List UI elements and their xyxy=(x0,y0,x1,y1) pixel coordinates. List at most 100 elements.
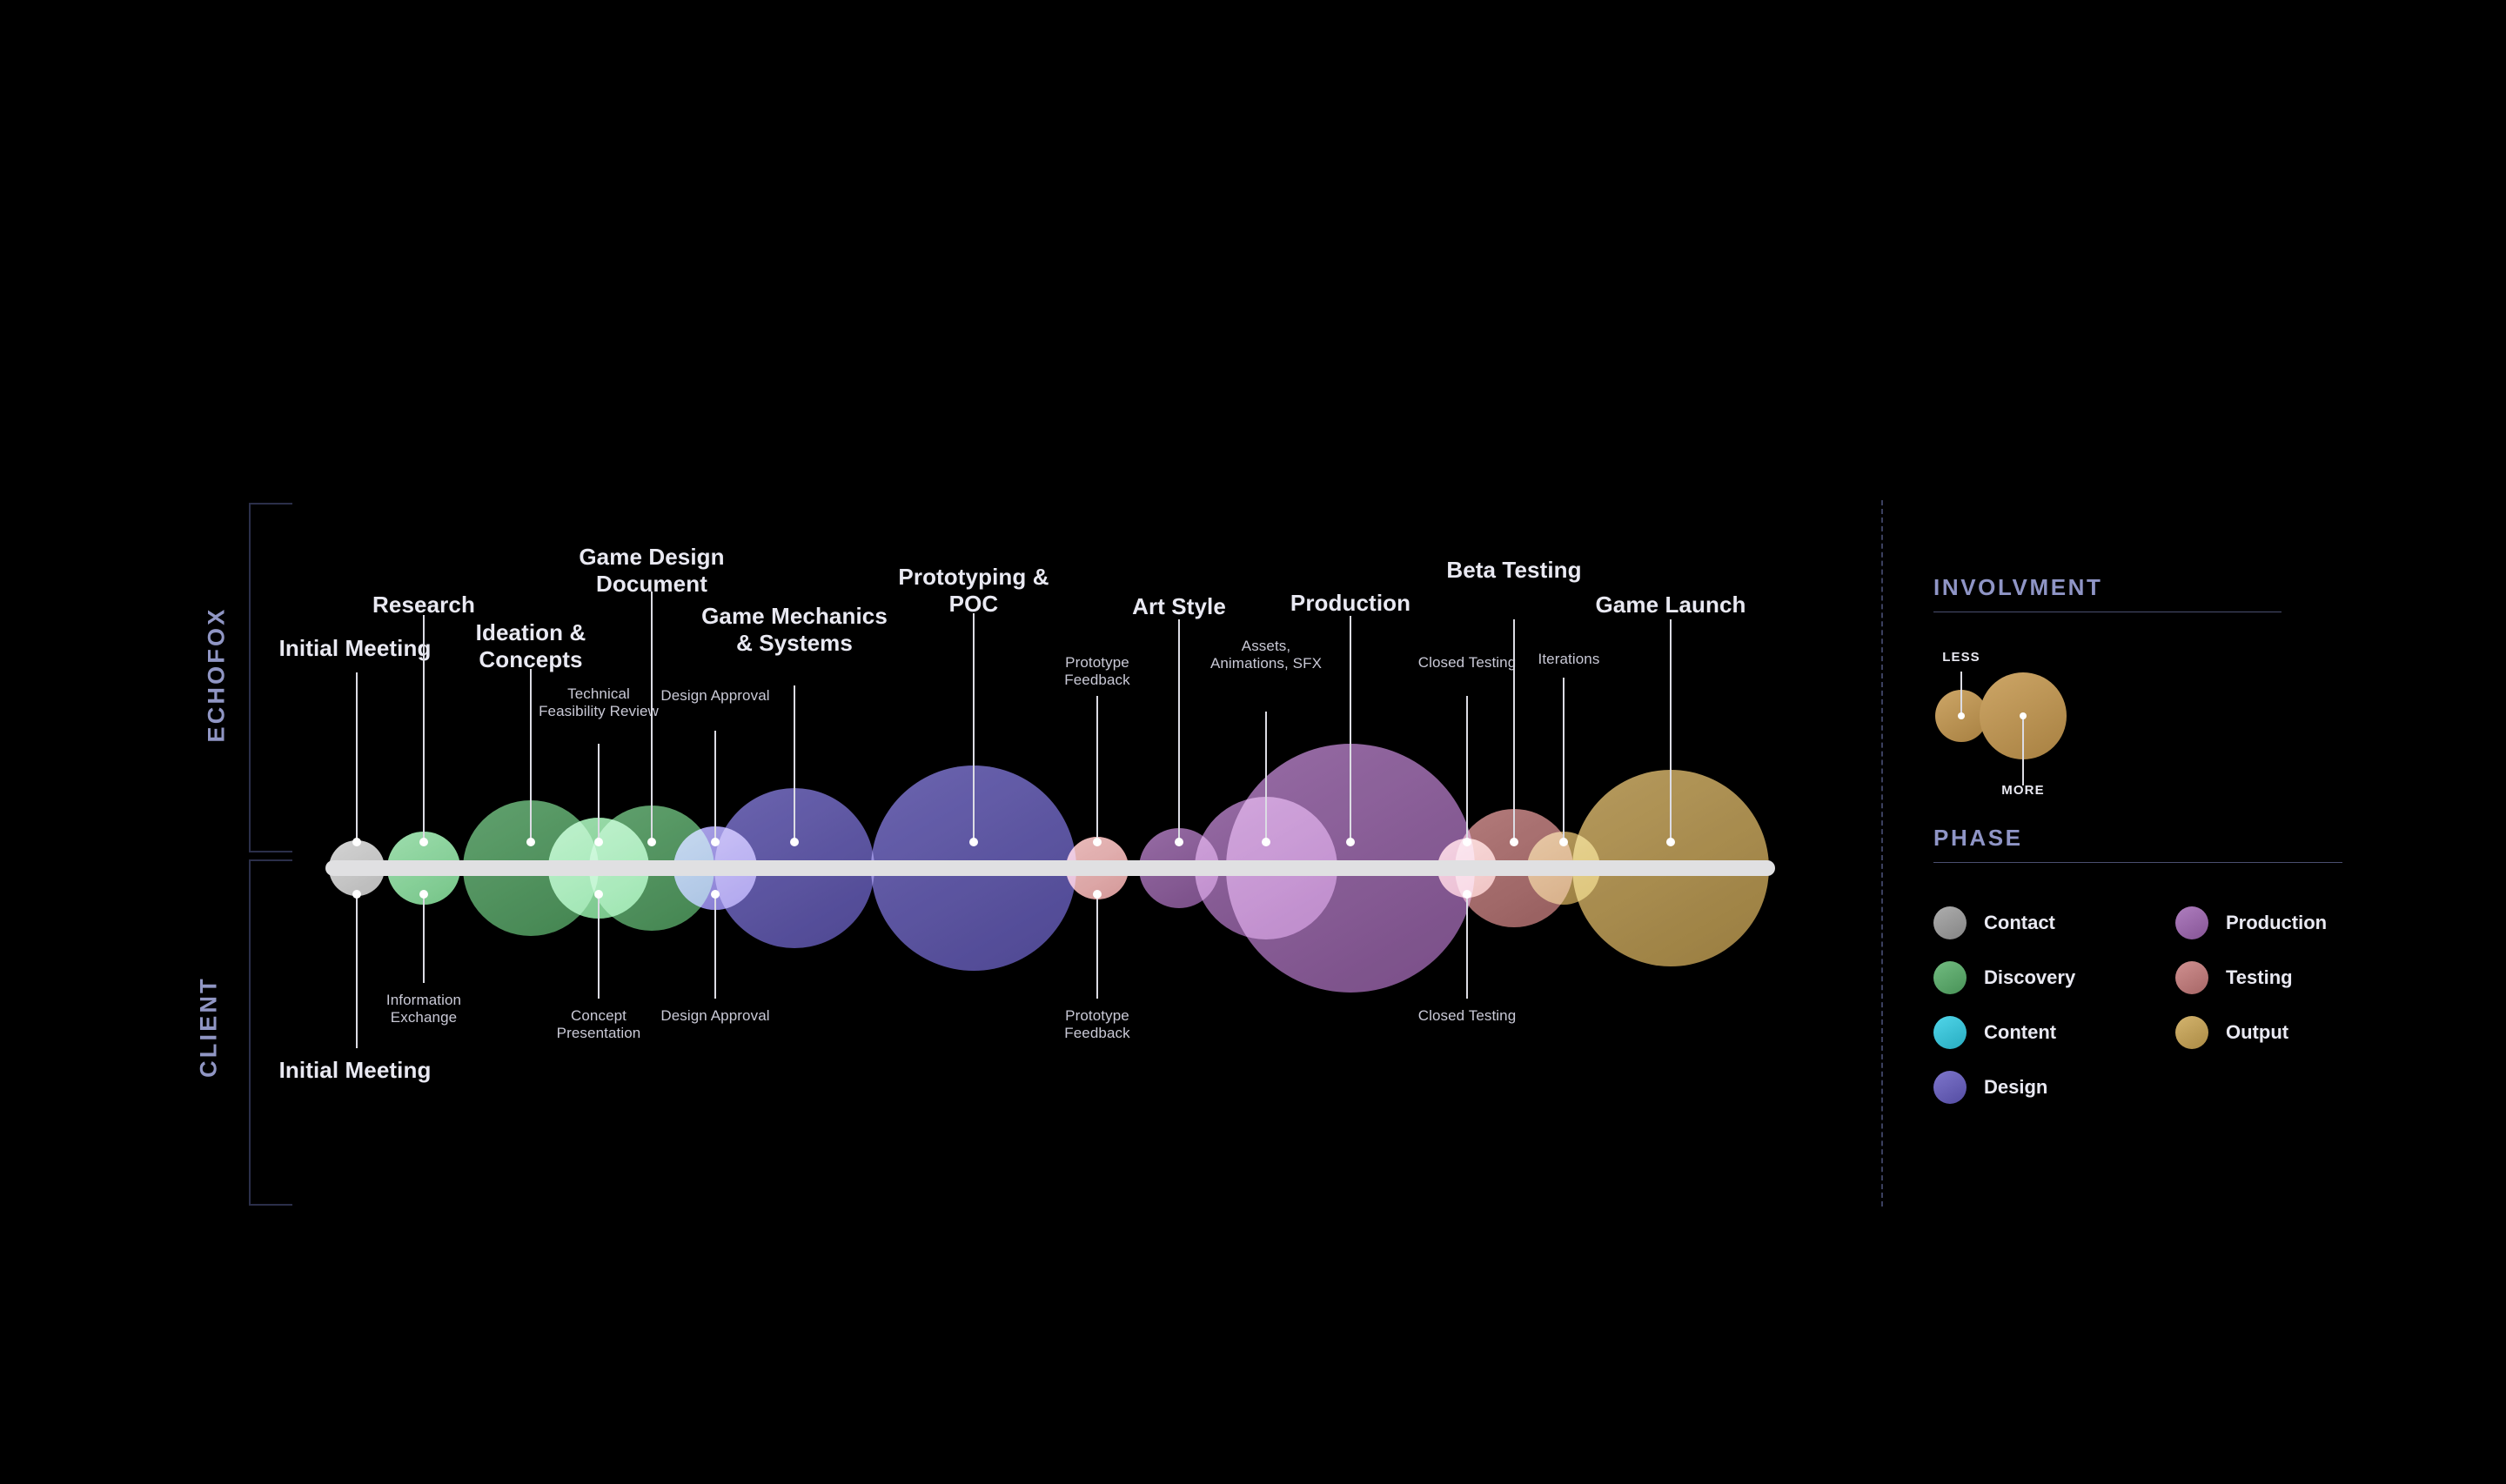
phase-panel-title: PHASE xyxy=(1933,825,2023,851)
leader-line xyxy=(356,898,358,1048)
node-dot xyxy=(352,838,361,846)
leader-line xyxy=(1670,619,1672,839)
legend-item-design[interactable]: Design xyxy=(1933,1071,2047,1104)
node-dot xyxy=(1510,838,1518,846)
callout-label: Prototype Feedback xyxy=(1064,1007,1130,1042)
callout-label: Initial Meeting xyxy=(278,1057,432,1083)
involvement-less-label: LESS xyxy=(1942,650,1980,665)
node-dot xyxy=(1093,838,1102,846)
legend-item-content[interactable]: Content xyxy=(1933,1016,2056,1049)
leader-line xyxy=(598,898,600,999)
leader-line xyxy=(1178,619,1180,839)
timeline-axis-bar xyxy=(325,860,1775,876)
callout-label: Design Approval xyxy=(660,687,770,704)
client-bracket xyxy=(249,859,292,1206)
callout-label: Information Exchange xyxy=(385,992,462,1026)
phase-rule xyxy=(1933,862,2342,863)
involvement-less-dot xyxy=(1958,712,1965,719)
callout-label: Design Approval xyxy=(660,1007,770,1024)
node-dot xyxy=(711,890,720,899)
involvement-more-leader xyxy=(2022,716,2024,785)
legend-item-production[interactable]: Production xyxy=(2175,906,2327,939)
legend-swatch-design-icon xyxy=(1933,1071,1967,1104)
leader-line xyxy=(714,898,716,999)
leader-line xyxy=(1466,898,1468,999)
callout-label: Prototype Feedback xyxy=(1064,654,1130,689)
leader-line xyxy=(794,685,795,839)
node-dot xyxy=(594,838,603,846)
node-dot xyxy=(419,838,428,846)
callout-label: Concept Presentation xyxy=(556,1007,641,1042)
legend-label: Discovery xyxy=(1984,966,2076,988)
node-dot xyxy=(526,838,535,846)
legend-swatch-output-icon xyxy=(2175,1016,2208,1049)
leader-line xyxy=(423,615,425,839)
leader-line xyxy=(1513,619,1515,839)
leader-line xyxy=(1096,898,1098,999)
leader-line xyxy=(1563,678,1565,839)
node-dot xyxy=(419,890,428,899)
callout-label: Closed Testing xyxy=(1417,654,1517,671)
legend-swatch-content-icon xyxy=(1933,1016,1967,1049)
leader-line xyxy=(1265,712,1267,839)
node-dot xyxy=(1093,890,1102,899)
node-dot xyxy=(647,838,656,846)
legend-swatch-testing-icon xyxy=(2175,961,2208,994)
callout-label: Game Mechanics & Systems xyxy=(701,603,888,656)
axis-label-client: CLIENT xyxy=(195,976,222,1078)
callout-label: Technical Feasibility Review xyxy=(539,685,659,720)
legend-label: Contact xyxy=(1984,912,2055,933)
node-dot xyxy=(1463,838,1471,846)
node-dot xyxy=(1175,838,1183,846)
leader-line xyxy=(1350,616,1351,839)
legend-item-contact[interactable]: Contact xyxy=(1933,906,2055,939)
legend-label: Production xyxy=(2226,912,2328,933)
callout-label: Art Style xyxy=(1132,593,1226,619)
involvement-more-dot xyxy=(2020,712,2027,719)
involvement-panel-title: INVOLVMENT xyxy=(1933,574,2103,600)
involvement-less-leader xyxy=(1960,672,1962,716)
legend-swatch-production-icon xyxy=(2175,906,2208,939)
callout-label: Beta Testing xyxy=(1446,557,1582,583)
axis-label-echofox: ECHOFOX xyxy=(203,606,230,743)
callout-label: Prototyping & POC xyxy=(898,564,1049,617)
leader-line xyxy=(1096,696,1098,839)
node-dot xyxy=(1559,838,1568,846)
callout-label: Research xyxy=(372,592,475,618)
callout-label: Assets, Animations, SFX xyxy=(1209,638,1323,672)
legend-item-output[interactable]: Output xyxy=(2175,1016,2288,1049)
leader-line xyxy=(651,592,653,839)
node-dot xyxy=(1262,838,1270,846)
callout-label: Game Launch xyxy=(1595,592,1746,618)
node-dot xyxy=(969,838,978,846)
legend-label: Output xyxy=(2226,1021,2289,1043)
leader-line xyxy=(973,613,975,839)
node-dot xyxy=(1346,838,1355,846)
panel-divider xyxy=(1881,500,1883,1207)
echofox-bracket xyxy=(249,503,292,852)
node-dot xyxy=(711,838,720,846)
callout-label: Initial Meeting xyxy=(278,635,432,661)
involvement-more-label: MORE xyxy=(2001,783,2045,798)
node-dot xyxy=(352,890,361,899)
callout-label: Ideation & Concepts xyxy=(475,619,586,672)
legend-label: Design xyxy=(1984,1076,2048,1098)
callout-label: Iterations xyxy=(1538,651,1600,667)
legend-item-discovery[interactable]: Discovery xyxy=(1933,961,2075,994)
legend-item-testing[interactable]: Testing xyxy=(2175,961,2293,994)
leader-line xyxy=(1466,696,1468,839)
legend-swatch-discovery-icon xyxy=(1933,961,1967,994)
legend-label: Content xyxy=(1984,1021,2057,1043)
leader-line xyxy=(598,744,600,839)
leader-line xyxy=(530,669,532,839)
callout-label: Game Design Document xyxy=(579,544,725,597)
leader-line xyxy=(356,672,358,839)
node-dot xyxy=(1666,838,1675,846)
legend-swatch-contact-icon xyxy=(1933,906,1967,939)
leader-line xyxy=(423,898,425,983)
leader-line xyxy=(714,731,716,839)
callout-label: Production xyxy=(1290,590,1411,616)
node-dot xyxy=(594,890,603,899)
callout-label: Closed Testing xyxy=(1417,1007,1517,1024)
